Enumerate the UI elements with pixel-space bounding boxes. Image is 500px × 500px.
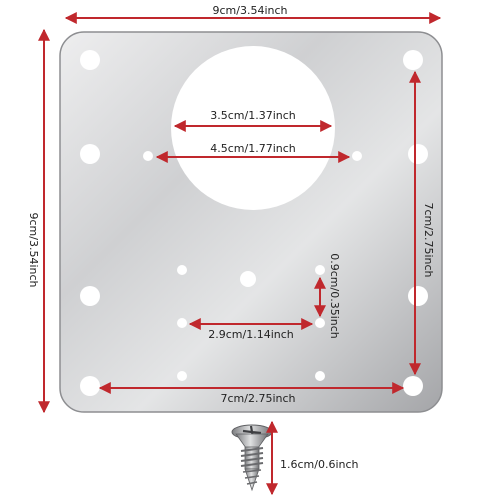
inner-horizontal-label: 2.9cm/1.14inch [208, 328, 294, 341]
left-height-label: 9cm/3.54inch [27, 212, 40, 287]
screw-length-label: 1.6cm/0.6inch [280, 458, 359, 471]
plate-body [59, 31, 443, 413]
right-hole-span-label: 7cm/2.75inch [422, 202, 435, 277]
top-width-label: 9cm/3.54inch [212, 4, 287, 17]
small-hole-span-label: 4.5cm/1.77inch [210, 142, 296, 155]
inner-vertical-label: 0.9cm/0.35inch [328, 253, 341, 339]
bottom-hole-span-label: 7cm/2.75inch [220, 392, 295, 405]
metal-mounting-plate-icon [59, 31, 443, 413]
screw-icon [231, 424, 273, 492]
big-hole-diameter-label: 3.5cm/1.37inch [210, 109, 296, 122]
